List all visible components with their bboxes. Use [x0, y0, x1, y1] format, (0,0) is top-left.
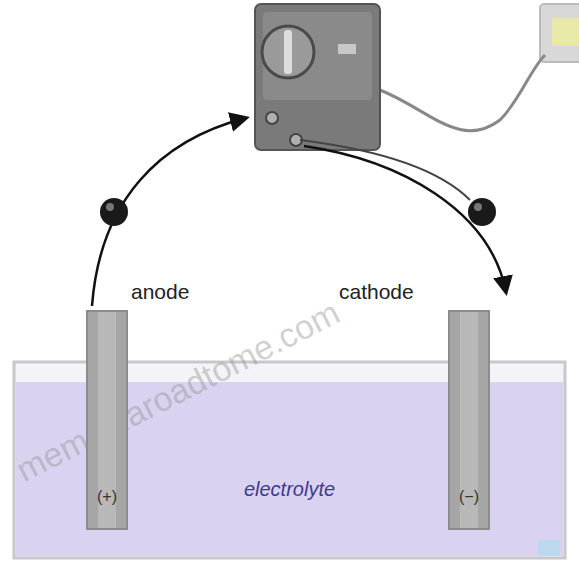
polarity-sign: (+) — [88, 488, 126, 506]
power-supply — [255, 4, 380, 150]
electrode: (+)anode — [86, 280, 132, 530]
corner-tint — [538, 540, 560, 556]
electrode-plate: (+) — [86, 310, 128, 530]
electrode-plate: (−) — [448, 310, 490, 530]
cable — [380, 55, 545, 131]
meter-display — [552, 18, 579, 46]
dial — [262, 26, 314, 78]
meter-device — [540, 4, 579, 62]
polarity-sign: (−) — [450, 488, 488, 506]
electrode-name: cathode — [336, 280, 417, 304]
electrolyte-label: electrolyte — [244, 478, 335, 501]
terminal — [266, 112, 278, 124]
electron — [100, 198, 128, 226]
electron-flow-arrow — [92, 118, 246, 306]
dial-knob — [284, 30, 292, 74]
electrode-name: anode — [128, 280, 192, 304]
switch — [338, 44, 356, 54]
electron — [468, 198, 496, 226]
electron-highlight — [106, 203, 114, 211]
electrode: (−)cathode — [448, 280, 494, 530]
electron-flow-arrow — [304, 146, 506, 292]
power-panel — [263, 12, 372, 100]
electron-highlight — [474, 203, 482, 211]
